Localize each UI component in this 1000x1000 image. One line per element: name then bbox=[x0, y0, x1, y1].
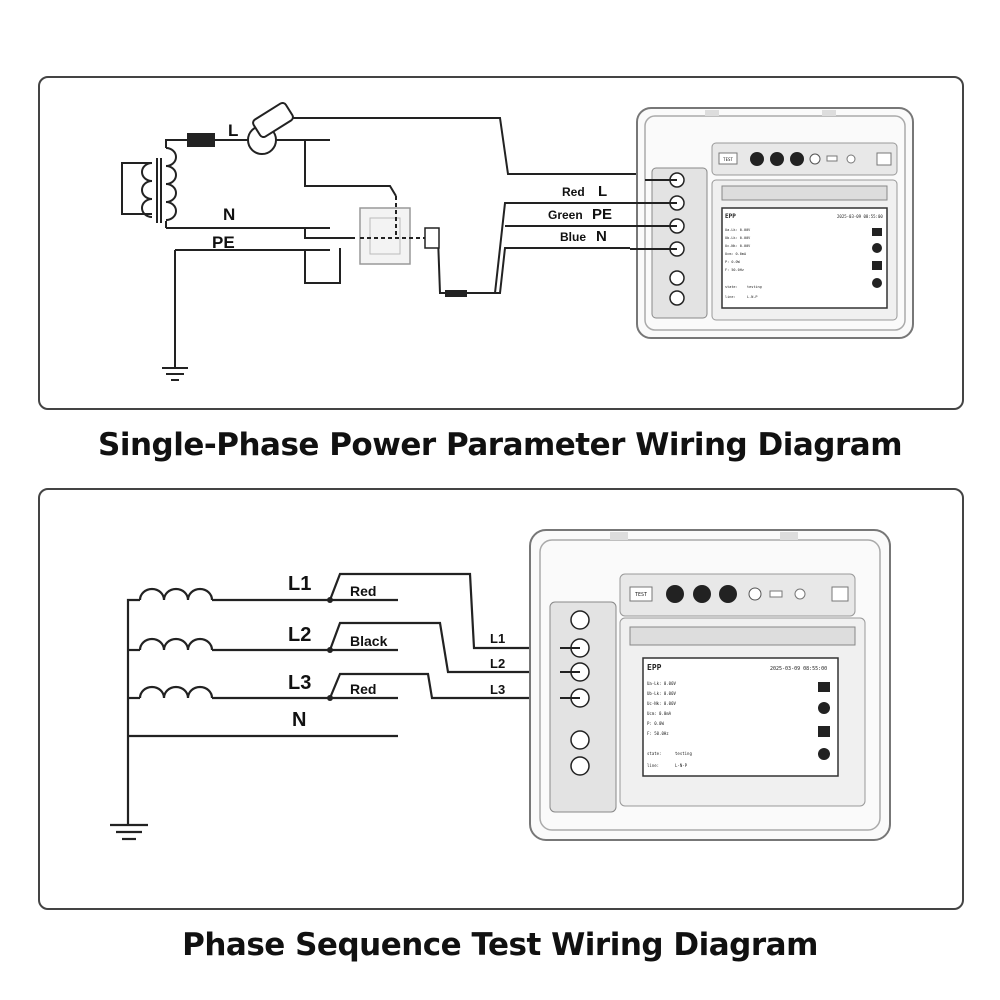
lead-label-terminal: L bbox=[598, 183, 607, 200]
screen-status-label: state: bbox=[647, 751, 661, 756]
coil-icon bbox=[138, 587, 214, 601]
lead-color-label: Red bbox=[350, 583, 376, 599]
lead-color-label: Black bbox=[350, 633, 388, 649]
label-n: N bbox=[223, 205, 235, 224]
transformer-icon bbox=[121, 147, 177, 223]
screen-status-label: state: bbox=[725, 285, 738, 289]
terminal-label: L2 bbox=[490, 656, 505, 671]
lead-label-color: Green bbox=[548, 208, 583, 222]
screen-cell: P: 0.0W bbox=[725, 260, 741, 264]
label-pe: PE bbox=[212, 233, 235, 252]
terminal-label: L1 bbox=[490, 631, 505, 646]
gear-icon[interactable] bbox=[872, 243, 882, 253]
stop-icon[interactable] bbox=[818, 748, 830, 760]
screen-status-value: testing bbox=[675, 751, 692, 756]
save-icon[interactable] bbox=[872, 261, 882, 270]
gear-icon[interactable] bbox=[818, 702, 830, 714]
home-icon[interactable] bbox=[872, 228, 882, 236]
single-phase-diagram: L N PE Red L Green PE Blue N TEST bbox=[121, 101, 914, 381]
screen-datetime: 2025-03-09 08:55:00 bbox=[837, 214, 883, 219]
lead-label-terminal: PE bbox=[592, 206, 612, 223]
save-icon[interactable] bbox=[818, 726, 830, 737]
terminal-label: L3 bbox=[490, 682, 505, 697]
screen-status-value: testing bbox=[747, 285, 762, 289]
label-l: L bbox=[228, 121, 238, 140]
screen-line-label: line: bbox=[725, 295, 736, 299]
wall-socket bbox=[359, 196, 440, 265]
phase-sequence-diagram: L1 L2 L3 N Red Black Red L1 L2 L3 TEST bbox=[110, 529, 891, 841]
screen-cell: Ub-Lk: 0.00V bbox=[725, 236, 751, 240]
screen-datetime: 2025-03-09 08:55:00 bbox=[770, 666, 827, 672]
label-l2: L2 bbox=[288, 624, 311, 646]
fuse bbox=[187, 133, 215, 147]
instrument: TEST EPP 2025-03-09 08:55:00 Ua-Lk: 0.00… bbox=[630, 107, 914, 339]
screen-cell: Ucm: 0.0mA bbox=[725, 252, 747, 256]
screen-cell: F: 50.0Hz bbox=[725, 268, 744, 272]
screen-line-label: line: bbox=[647, 763, 659, 768]
test-button[interactable]: TEST bbox=[635, 592, 647, 598]
lead-label-color: Blue bbox=[560, 230, 586, 244]
test-button[interactable]: TEST bbox=[723, 157, 733, 162]
current-clamp-icon bbox=[247, 101, 294, 155]
diagram1-title: Single-Phase Power Parameter Wiring Diag… bbox=[98, 427, 903, 463]
stop-icon[interactable] bbox=[872, 278, 882, 288]
label-l1: L1 bbox=[288, 573, 311, 595]
l-conductor-start bbox=[165, 139, 188, 148]
label-l3: L3 bbox=[288, 672, 311, 694]
diagram2-title: Phase Sequence Test Wiring Diagram bbox=[182, 927, 818, 963]
screen-cell: Uc-Nk: 0.00V bbox=[725, 244, 751, 248]
lead-label-color: Red bbox=[562, 185, 585, 199]
instrument: TEST EPP 2025-03-09 08:55:00 Ua-Lk: 0.00… bbox=[529, 529, 891, 841]
coil-icon bbox=[138, 685, 214, 699]
lead-connector bbox=[445, 290, 467, 297]
screen-cell: Ua-Lk: 0.00V bbox=[725, 228, 751, 232]
screen-cell: Ub-Lk: 0.00V bbox=[647, 691, 676, 696]
label-n: N bbox=[292, 709, 306, 731]
screen-brand: EPP bbox=[647, 663, 662, 672]
lead-color-label: Red bbox=[350, 681, 376, 697]
screen-cell: Ua-Lk: 0.00V bbox=[647, 681, 676, 686]
home-icon[interactable] bbox=[818, 682, 830, 692]
screen-cell: P: 0.0W bbox=[647, 721, 664, 726]
lead-label-terminal: N bbox=[596, 228, 607, 245]
screen-line-value: L-N-P bbox=[747, 295, 758, 299]
screen-cell: Ucm: 0.0mA bbox=[647, 711, 672, 716]
screen-line-value: L-N-P bbox=[675, 763, 688, 768]
screen-brand: EPP bbox=[725, 213, 736, 220]
single-phase-panel: L N PE Red L Green PE Blue N TEST bbox=[38, 76, 964, 410]
coil-icon bbox=[138, 637, 214, 651]
screen-cell: Uc-Nk: 0.00V bbox=[647, 701, 676, 706]
screen-cell: F: 50.0Hz bbox=[647, 731, 669, 736]
phase-sequence-panel: L1 L2 L3 N Red Black Red L1 L2 L3 TEST bbox=[38, 488, 964, 910]
